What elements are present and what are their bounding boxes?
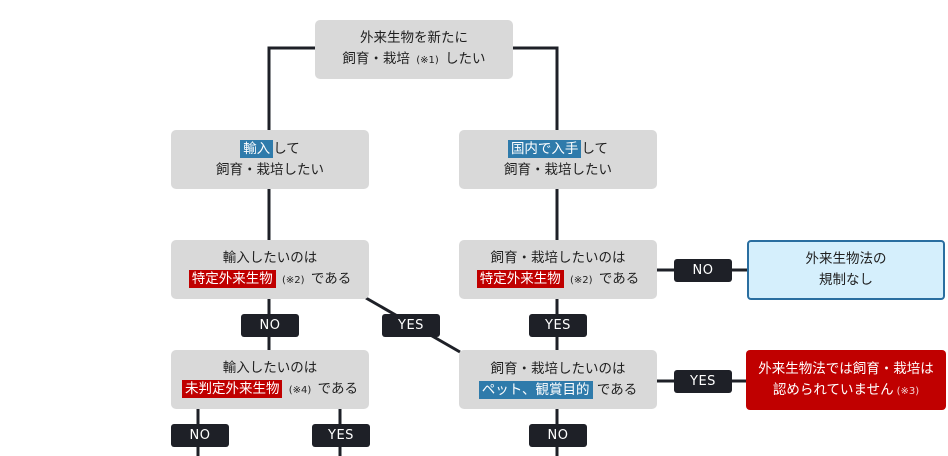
domestic-line1-post: して <box>581 140 609 157</box>
result-no-regulation-node: 外来生物法の 規制なし <box>747 240 945 300</box>
import-line2: 飼育・栽培したい <box>216 161 324 178</box>
domestic-highlight: 国内で入手 <box>507 139 582 158</box>
unjudged-check-note: (※4) <box>288 385 312 396</box>
label-no-pet-check: NO <box>529 424 587 447</box>
domestic-check-line1: 飼育・栽培したいのは <box>490 250 626 266</box>
pet-check-post: である <box>596 381 638 398</box>
start-line1: 外来生物を新たに <box>359 30 468 46</box>
pet-check-highlight: ペット、観賞目的 <box>478 380 593 399</box>
domestic-check-note: (※2) <box>570 275 593 286</box>
domestic-check-highlight: 特定外来生物 <box>476 270 564 288</box>
import-check-note: (※2) <box>282 275 305 286</box>
import-line1-post: して <box>273 140 300 157</box>
label-yes-domestic-check: YES <box>529 314 587 337</box>
domestic-line2: 飼育・栽培したい <box>504 161 612 178</box>
connector-start-left <box>267 46 316 130</box>
result-not-allowed-line1: 外来生物法では飼育・栽培は <box>758 360 934 377</box>
result-no-regulation-line2: 規制なし <box>819 272 873 288</box>
unjudged-check-line1: 輸入したいのは <box>222 360 318 376</box>
domestic-node: 国内で入手して 飼育・栽培したい <box>459 130 657 189</box>
pet-check-line1: 飼育・栽培したいのは <box>490 360 626 377</box>
label-no-domestic-check: NO <box>674 259 732 282</box>
label-no-import-check: NO <box>241 314 299 337</box>
import-check-post: である <box>310 271 352 287</box>
pet-check-node: 飼育・栽培したいのは ペット、観賞目的 である <box>459 350 657 409</box>
start-node: 外来生物を新たに 飼育・栽培 (※1) したい <box>315 20 513 79</box>
import-check-highlight: 特定外来生物 <box>188 270 276 288</box>
result-not-allowed-line2: 認められていません <box>772 381 894 398</box>
unjudged-check-post: である <box>317 381 358 397</box>
start-line2-pre: 飼育・栽培 <box>342 51 410 67</box>
label-yes-unjudged-check: YES <box>312 424 370 447</box>
unjudged-check-node: 輸入したいのは 未判定外来生物 (※4) である <box>171 350 369 409</box>
label-yes-import-check: YES <box>382 314 440 337</box>
unjudged-check-highlight: 未判定外来生物 <box>181 380 283 398</box>
import-check-line1: 輸入したいのは <box>222 250 318 266</box>
import-highlight: 輸入 <box>240 139 274 158</box>
start-note: (※1) <box>416 55 439 66</box>
result-not-allowed-note: (※3) <box>896 385 920 397</box>
result-no-regulation-line1: 外来生物法の <box>805 251 887 267</box>
domestic-check-post: である <box>598 271 640 287</box>
label-yes-pet-check: YES <box>674 370 732 393</box>
import-node: 輸入して 飼育・栽培したい <box>171 130 369 189</box>
import-check-node: 輸入したいのは 特定外来生物 (※2) である <box>171 240 369 299</box>
label-no-unjudged-check: NO <box>171 424 229 447</box>
result-not-allowed-node: 外来生物法では飼育・栽培は 認められていません(※3) <box>746 350 946 410</box>
start-line2-post: したい <box>445 51 486 67</box>
connector-start-right <box>512 46 559 130</box>
domestic-check-node: 飼育・栽培したいのは 特定外来生物 (※2) である <box>459 240 657 299</box>
